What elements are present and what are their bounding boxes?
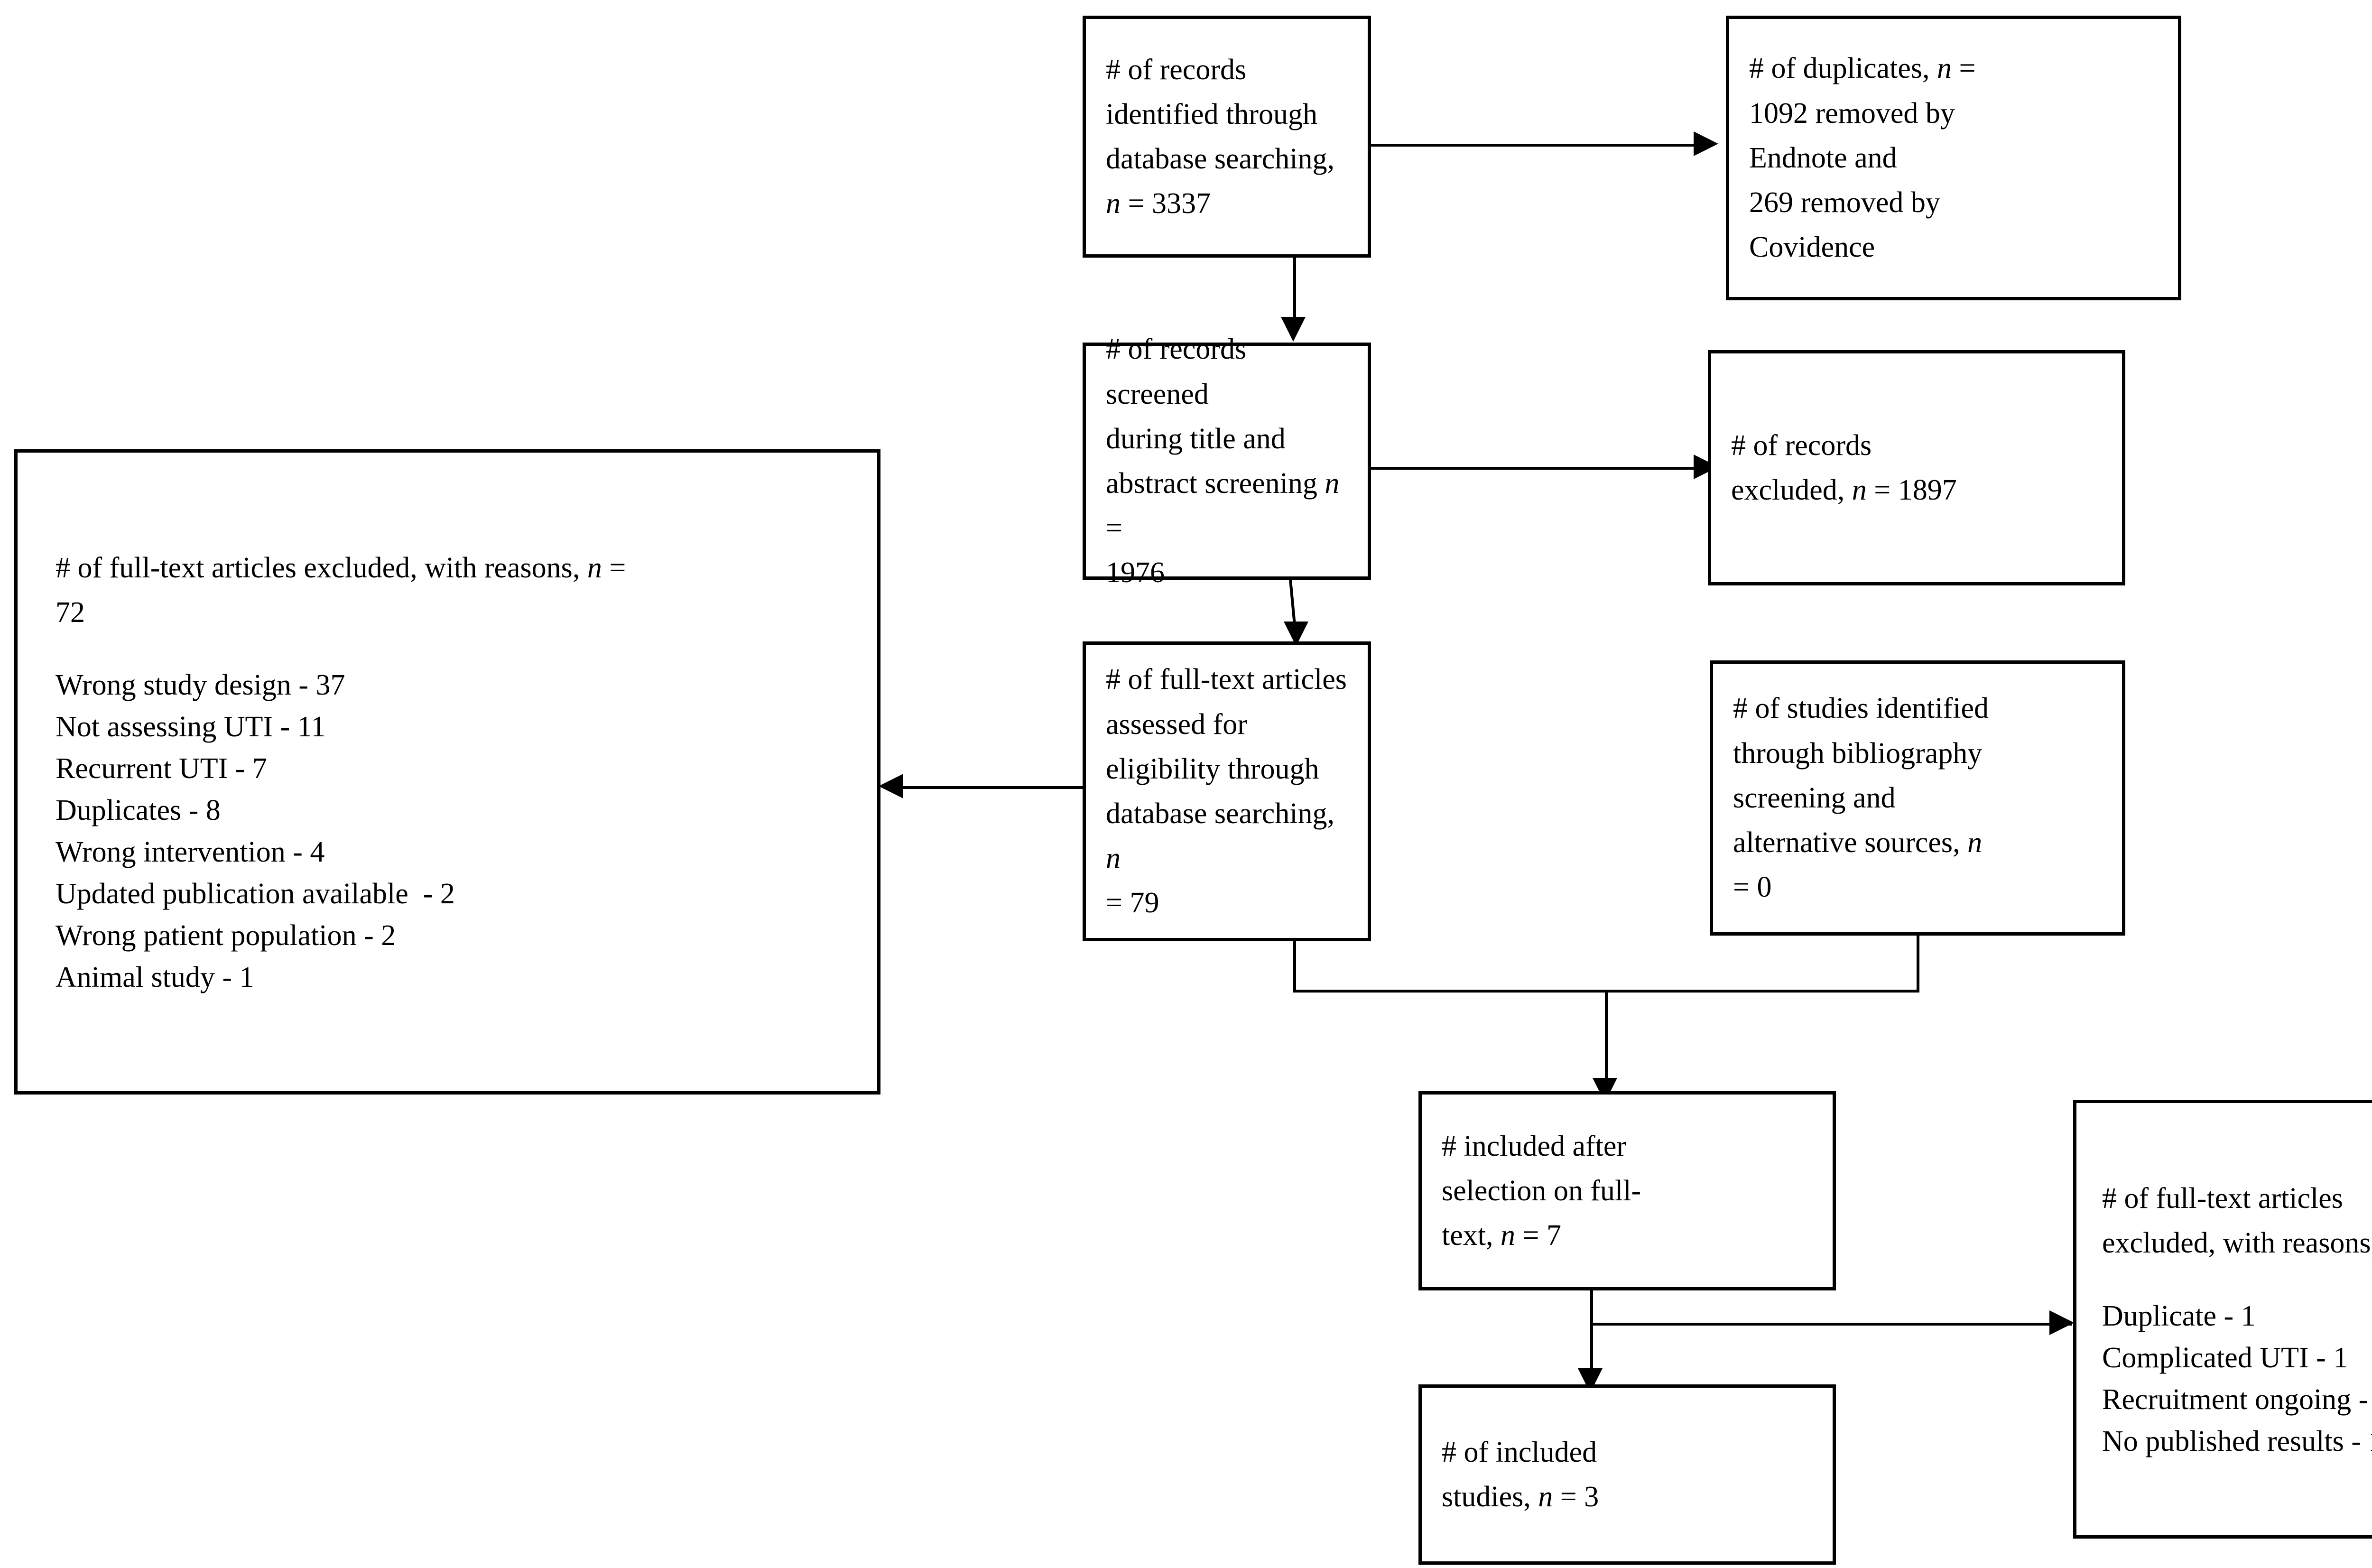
n-italic: n [1538,1481,1553,1513]
n-italic: n [1325,467,1340,500]
records-excluded-line-2: excluded, n = 1897 [1731,474,1957,506]
reason-item: No published results - 1 [2102,1425,2372,1457]
bibliography-line-3: screening and [1733,781,1896,814]
fulltext-assessed-line-1: # of full-text articles [1106,663,1347,696]
n-italic: n [1937,52,1952,85]
duplicates-line-2: 1092 removed by [1749,97,1955,130]
bibliography-line-1: # of studies identified [1733,692,1989,725]
box-fulltext-excluded-reasons: # of full-text articles excluded, with r… [14,449,880,1095]
records-screened-line-3: abstract screening n = [1106,467,1347,545]
included-studies-line-2: studies, n = 3 [1442,1481,1599,1513]
box-duplicates-removed: # of duplicates, n = 1092 removed by End… [1726,16,2181,300]
arrowhead-right-duplicates [1694,131,1718,156]
box-records-identified: # of records identified through database… [1083,16,1371,258]
fulltext-excluded-2-header-2: excluded, with reasons, n = 4 [2102,1227,2372,1260]
reason-item: Not assessing UTI - 11 [56,711,326,743]
included-after-fulltext-line-2: selection on full- [1442,1174,1641,1207]
reason-item: Wrong study design - 37 [56,669,345,702]
box-records-screened: # of records screened during title and a… [1083,333,1371,589]
included-after-fulltext-line-3: text, n = 7 [1442,1219,1561,1252]
connector-identified-to-screened [1293,256,1296,318]
fulltext-excluded-2-header-1: # of full-text articles [2102,1182,2343,1215]
fulltext-assessed-line-2: assessed for [1106,708,1247,741]
reason-item: Complicated UTI - 1 [2102,1341,2348,1374]
records-screened-line-4: 1976 [1106,557,1165,589]
reason-item: Recruitment ongoing - 1 [2102,1383,2372,1416]
n-italic: n [1106,187,1121,220]
box-records-excluded: # of records excluded, n = 1897 [1708,350,2125,585]
reason-item: Animal study - 1 [56,961,254,994]
connector-screened-to-excluded [1371,467,1703,470]
connector-fulltext-to-exclusions [901,786,1101,789]
records-screened-line-1: # of records screened [1106,333,1254,410]
duplicates-line-5: Covidence [1749,231,1875,264]
duplicates-line-3: Endnote and [1749,141,1897,174]
fulltext-assessed-line-3: eligibility through [1106,752,1319,785]
bibliography-line-4: alternative sources, n [1733,826,1983,859]
fulltext-assessed-line-5: = 79 [1106,887,1159,919]
included-studies-line-1: # of included [1442,1436,1597,1468]
connector-merge-to-included [1605,990,1608,1085]
n-italic: n [1500,1219,1515,1252]
records-excluded-line-1: # of records [1731,429,1872,462]
duplicates-line-4: 269 removed by [1749,186,1940,219]
connector-bibliography-down-to-merge [1917,934,1919,993]
fulltext-excluded-reason-list: Wrong study design - 37 Not assessing UT… [56,664,839,998]
records-screened-line-2: during title and [1106,422,1286,455]
box-fulltext-assessed: # of full-text articles assessed for eli… [1083,641,1371,941]
records-identified-line-4: n = 3337 [1106,187,1211,220]
arrowhead-down-screened [1281,317,1306,342]
n-italic: n [587,551,602,584]
bibliography-line-2: through bibliography [1733,737,1983,770]
reason-item: Wrong intervention - 4 [56,836,325,869]
reason-item: Wrong patient population - 2 [56,919,396,952]
arrowhead-right-fulltext-excluded-2 [2049,1310,2074,1335]
connector-included-down [1590,1289,1593,1374]
n-italic: n [1106,842,1121,875]
arrowhead-left-fulltext-excluded [879,774,903,798]
connector-fulltext-down-to-merge [1293,939,1296,993]
reason-item: Updated publication available - 2 [56,878,455,910]
included-after-fulltext-line-1: # included after [1442,1130,1627,1162]
box-fulltext-excluded-reasons-2: # of full-text articles excluded, with r… [2073,1100,2372,1539]
fulltext-excluded-2-reason-list: Duplicate - 1 Complicated UTI - 1 Recrui… [2102,1295,2372,1462]
box-bibliography-identified: # of studies identified through bibliogr… [1710,660,2125,936]
reason-item: Recurrent UTI - 7 [56,752,267,785]
duplicates-line-1: # of duplicates, n = [1749,52,1976,85]
n-italic: n [1967,826,1983,859]
records-identified-line-3: database searching, [1106,143,1334,175]
records-identified-line-1: # of records [1106,53,1247,86]
fulltext-excluded-header-2: 72 [56,596,85,629]
connector-included-to-exclusions-2 [1590,1323,2072,1326]
box-included-studies: # of included studies, n = 3 [1418,1384,1836,1565]
fulltext-assessed-line-4: database searching, n [1106,798,1342,875]
bibliography-line-5: = 0 [1733,871,1772,904]
reason-item: Duplicate - 1 [2102,1299,2256,1332]
connector-identified-to-duplicates [1371,144,1703,147]
box-included-after-fulltext: # included after selection on full- text… [1418,1091,1836,1290]
records-identified-line-2: identified through [1106,98,1317,130]
fulltext-excluded-header-1: # of full-text articles excluded, with r… [56,551,626,584]
n-italic: n [1852,474,1867,506]
reason-item: Duplicates - 8 [56,794,221,827]
